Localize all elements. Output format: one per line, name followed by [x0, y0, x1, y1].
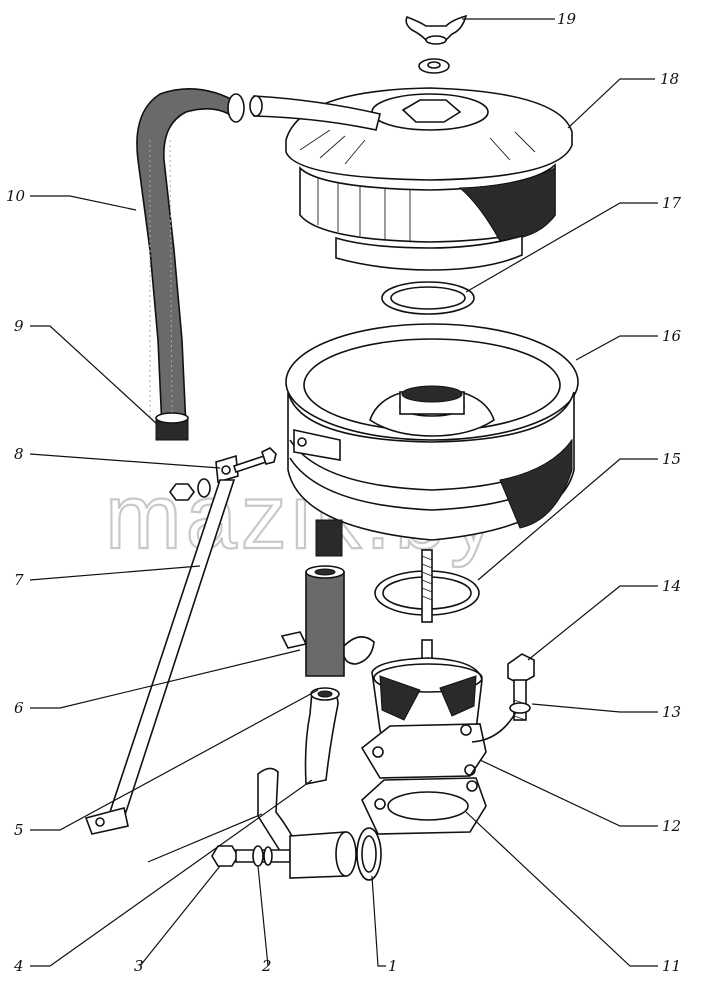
callout-15: 15: [662, 450, 681, 468]
support-strap: [84, 479, 236, 835]
callout-4: 4: [13, 957, 24, 975]
filter-cover: [249, 87, 573, 271]
valve-assembly: [211, 767, 382, 881]
callout-1: 1: [388, 957, 398, 975]
base-gasket: [361, 777, 487, 835]
callout-5: 5: [14, 821, 24, 839]
base-flange: [360, 657, 487, 779]
mounting-bolt: [169, 447, 277, 501]
wing-nut: [405, 14, 468, 45]
filter-body: [285, 323, 579, 557]
callout-19: 19: [557, 10, 577, 28]
callout-14: 14: [662, 577, 681, 595]
callout-9: 9: [14, 317, 24, 335]
washer-top: [418, 58, 450, 74]
callout-11: 11: [662, 957, 681, 975]
callout-labels: 19 18 10 17 9 16 8 15 7 14 13 6 12 5 4 3…: [6, 10, 682, 975]
callout-16: 16: [662, 327, 682, 345]
ring-gasket-upper: [381, 281, 475, 315]
drain-tube: [280, 565, 375, 677]
callout-3: 3: [134, 957, 144, 975]
callout-17: 17: [662, 194, 682, 212]
breather-hose: [136, 88, 245, 441]
callout-8: 8: [14, 445, 24, 463]
callout-7: 7: [14, 571, 24, 589]
leader-lines: [29, 18, 658, 967]
flange-bolt: [471, 653, 535, 743]
drain-elbow: [304, 687, 340, 785]
callout-18: 18: [660, 70, 679, 88]
callout-10: 10: [6, 187, 26, 205]
callout-12: 12: [662, 817, 681, 835]
callout-6: 6: [14, 699, 24, 717]
callout-2: 2: [261, 957, 272, 975]
callout-13: 13: [662, 703, 681, 721]
